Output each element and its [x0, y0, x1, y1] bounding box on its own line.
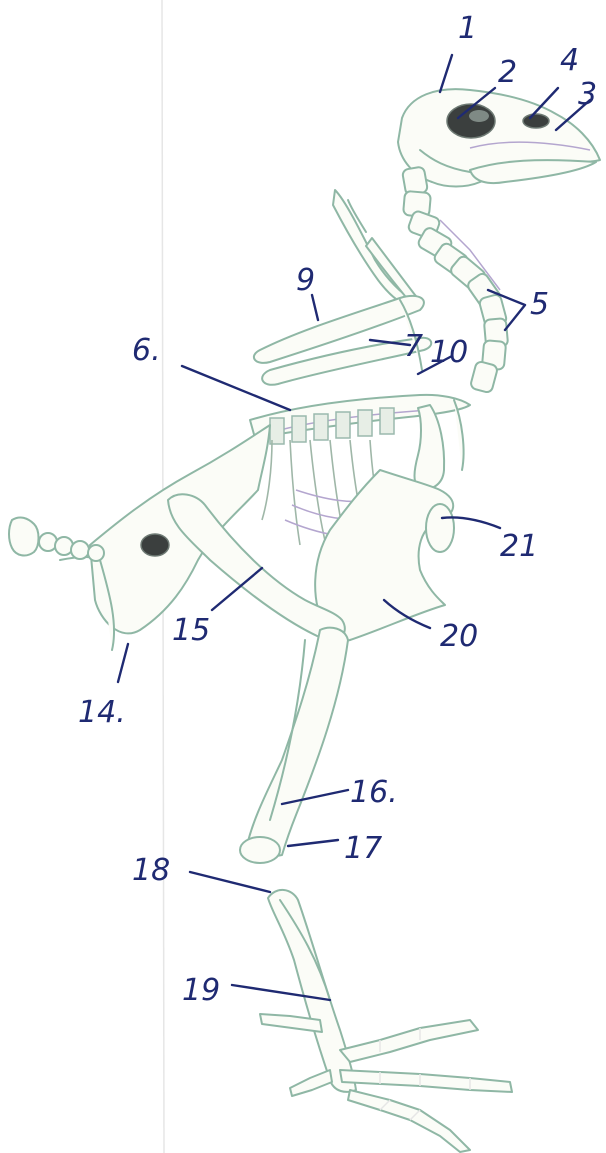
- label-1: 1: [458, 11, 477, 46]
- label-3: 3: [578, 77, 597, 112]
- knee-joint: [240, 837, 280, 863]
- leader-17: [288, 840, 338, 846]
- label-9: 9: [296, 263, 315, 298]
- leader-14: [118, 644, 128, 682]
- furcula-end: [426, 504, 454, 552]
- label-2: 2: [498, 55, 517, 90]
- pelvis-synsacrum: [60, 425, 270, 650]
- label-21: 21: [500, 529, 538, 564]
- label-18: 18: [132, 853, 170, 888]
- label-5: 5: [530, 287, 549, 322]
- label-16: 16.: [350, 775, 398, 810]
- label-15: 15: [172, 613, 210, 648]
- tail-vertebrae: [9, 517, 104, 561]
- label-14: 14.: [78, 695, 126, 730]
- label-17: 17: [344, 831, 382, 866]
- skull: [398, 89, 600, 186]
- label-4: 4: [560, 43, 579, 78]
- pelvic-foramen: [141, 534, 169, 556]
- nostril: [523, 114, 549, 128]
- label-7: 7: [404, 329, 423, 364]
- label-19: 19: [182, 973, 220, 1008]
- leader-9: [312, 295, 318, 320]
- orbit: [447, 104, 495, 138]
- label-6: 6.: [132, 333, 161, 368]
- label-20: 20: [440, 619, 478, 654]
- leader-1: [440, 55, 452, 92]
- label-10: 10: [430, 335, 468, 370]
- leader-18: [190, 872, 270, 892]
